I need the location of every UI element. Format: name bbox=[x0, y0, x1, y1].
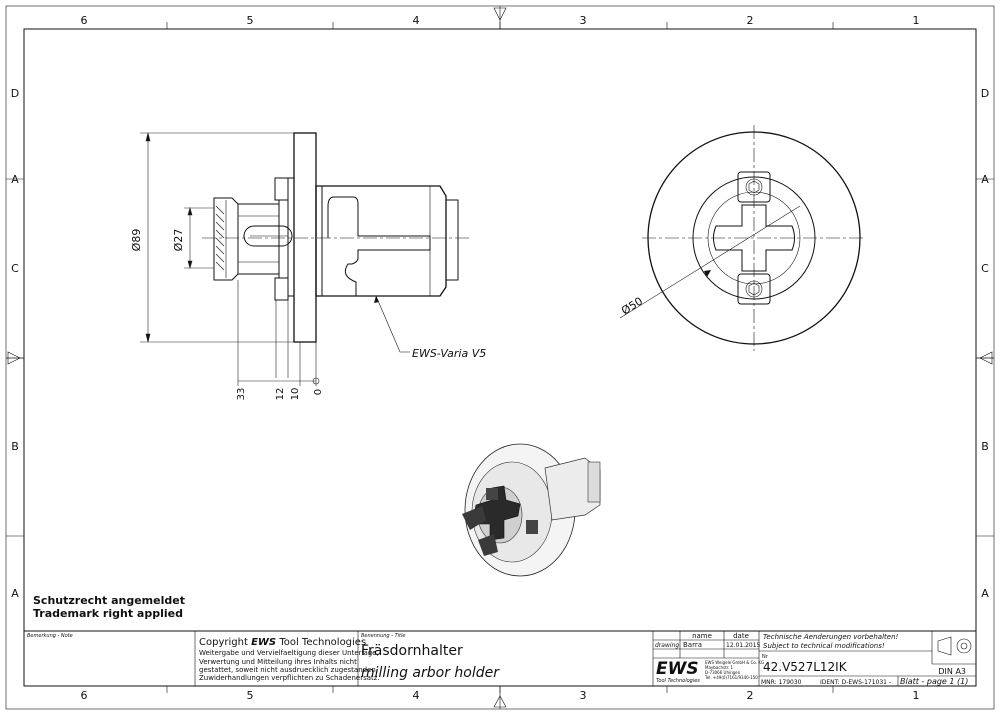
zone-top-3: 3 bbox=[580, 14, 587, 27]
zone-top-6: 6 bbox=[81, 14, 88, 27]
zone-right-a1: A bbox=[981, 173, 989, 186]
zone-right-a2: A bbox=[981, 587, 989, 600]
header-date: date bbox=[733, 632, 749, 640]
zone-left-b: B bbox=[11, 440, 19, 453]
address-2: Maybachstr. 1 bbox=[705, 665, 733, 670]
ews-logo: EWS bbox=[656, 659, 699, 679]
zone-right-b: B bbox=[981, 440, 989, 453]
copyright-line-1: Weitergabe und Vervielfaeltigung dieser … bbox=[199, 649, 379, 657]
zone-left-a1: A bbox=[11, 173, 19, 186]
copyright-heading: Copyright EWS Tool Technologies bbox=[199, 637, 366, 648]
zone-bottom-3: 3 bbox=[580, 689, 587, 702]
dim-dia-50: Ø50 bbox=[619, 295, 645, 318]
zone-top-4: 4 bbox=[413, 14, 420, 27]
copyright-line-4: Zuwiderhandlungen verpflichten zu Schade… bbox=[199, 674, 380, 682]
side-view: Ø89 Ø27 33 12 10 0 EWS-Varia V5 bbox=[130, 132, 486, 401]
drawn-by: Barra bbox=[683, 641, 702, 649]
zone-right-c: C bbox=[981, 262, 989, 275]
number-label: Nr bbox=[762, 654, 769, 660]
address-1: EWS Weigele GmbH & Co. KG bbox=[705, 660, 764, 665]
zone-bottom-6: 6 bbox=[81, 689, 88, 702]
zone-left-d: D bbox=[11, 87, 19, 100]
dim-10: 10 bbox=[290, 388, 301, 401]
dim-0: 0 bbox=[313, 389, 324, 395]
ident: IDENT: D-EWS-171031 - bbox=[820, 679, 891, 686]
zone-left-a2: A bbox=[11, 587, 19, 600]
zone-bottom-4: 4 bbox=[413, 689, 420, 702]
mnr: MNR: 179030 bbox=[761, 679, 802, 686]
dim-dia-89: Ø89 bbox=[130, 229, 143, 252]
address-4: Tel. +49(0)7161/9340-150 bbox=[704, 675, 758, 680]
title-german: Fräsdornhalter bbox=[361, 643, 463, 659]
remark-label: Bemerkung - Note bbox=[27, 633, 73, 639]
zone-bottom-5: 5 bbox=[247, 689, 254, 702]
copyright-line-2: Verwertung und Mitteilung ihres Inhalts … bbox=[199, 658, 357, 666]
dim-dia-27: Ø27 bbox=[172, 229, 185, 252]
notice-line-de: Schutzrecht angemeldet bbox=[33, 594, 185, 607]
title-block: Bemerkung - Note Copyright EWS Tool Tech… bbox=[23, 630, 977, 687]
sheet-number: Blatt - page 1 (1) bbox=[900, 677, 968, 686]
address-3: D-73066 Uhingen bbox=[705, 670, 741, 675]
change-note-en: Subject to technical modifications! bbox=[763, 642, 885, 650]
designation-label: Benennung - Title bbox=[361, 633, 405, 639]
paper-format: DIN A3 bbox=[938, 667, 966, 676]
notice-line-en: Trademark right applied bbox=[33, 607, 183, 620]
isometric-view bbox=[462, 443, 601, 577]
zone-right-d: D bbox=[981, 87, 989, 100]
zone-labels: 6 5 4 3 2 1 6 5 4 3 2 1 D A C B A D A C … bbox=[11, 14, 989, 702]
front-view: Ø50 bbox=[619, 125, 866, 351]
projection-symbol-icon bbox=[937, 636, 972, 656]
row-drawing-label: drawing bbox=[655, 642, 679, 649]
header-name: name bbox=[692, 632, 712, 640]
centering-marks bbox=[6, 6, 994, 709]
dim-33: 33 bbox=[236, 388, 247, 401]
change-note-de: Technische Aenderungen vorbehalten! bbox=[763, 633, 899, 641]
part-number: 42.V527L12IK bbox=[763, 660, 848, 674]
zone-bottom-1: 1 bbox=[913, 689, 920, 702]
zone-top-2: 2 bbox=[747, 14, 754, 27]
zone-top-5: 5 bbox=[247, 14, 254, 27]
trademark-notice: Schutzrecht angemeldet Trademark right a… bbox=[33, 594, 185, 620]
zone-bottom-2: 2 bbox=[747, 689, 754, 702]
leader-ews-varia-v5: EWS-Varia V5 bbox=[412, 347, 486, 360]
dim-12: 12 bbox=[275, 388, 286, 401]
ews-logo-sub: Tool Technologies bbox=[656, 678, 700, 684]
zone-top-1: 1 bbox=[913, 14, 920, 27]
zone-left-c: C bbox=[11, 262, 19, 275]
copyright-line-3: gestattet, soweit nicht ausdruecklich zu… bbox=[199, 666, 378, 674]
drawn-date: 12.01.2015 bbox=[726, 642, 761, 649]
title-english: milling arbor holder bbox=[361, 665, 500, 681]
